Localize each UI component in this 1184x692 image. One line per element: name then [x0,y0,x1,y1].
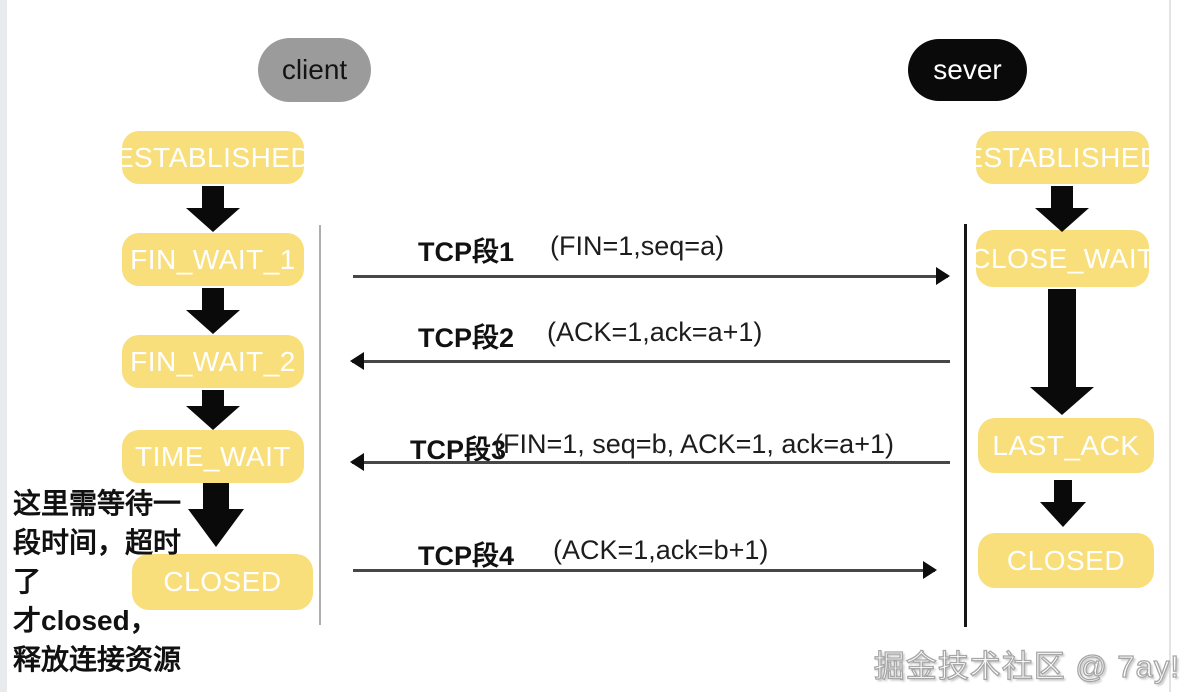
message-3-arrow-left-icon [350,453,950,471]
message-2-detail: (ACK=1,ack=a+1) [547,317,763,347]
message-4-detail: (ACK=1,ack=b+1) [553,535,769,565]
arrow-down-icon [186,186,240,232]
arrow-down-icon [1035,186,1089,232]
annotation-line: 这里需等待一 [13,488,182,519]
message-1-label: TCP段1 [418,237,515,267]
page-right-edge [1169,0,1171,692]
server-state-closed: CLOSED [978,533,1154,588]
arrow-down-long-icon [1030,289,1094,415]
client-state-fin-wait-2: FIN_WAIT_2 [122,335,304,388]
message-4-arrow-right-icon [353,561,937,579]
server-state-close-wait: CLOSE_WAIT [970,230,1154,287]
message-1-arrow-right-icon [353,267,950,285]
annotation-line: 段时间，超时 [13,527,182,558]
annotation-line: 释放连接资源 [13,644,182,675]
arrow-down-icon [186,288,240,334]
message-4-label: TCP段4 [418,541,515,571]
client-state-time-wait: TIME_WAIT [122,430,304,483]
client-state-closed: CLOSED [132,554,313,610]
annotation-line: 了 [13,566,42,597]
juejin-watermark: 掘金技术社区 @ 7ay! [873,648,1180,684]
arrow-down-icon [188,483,244,547]
message-1-detail: (FIN=1,seq=a) [550,231,725,261]
arrow-down-icon [1040,480,1086,527]
time-wait-annotation: 这里需等待一 段时间，超时 了 才closed， 释放连接资源 [13,484,181,679]
server-actor-label: sever [933,54,1002,85]
client-lifeline [319,225,321,625]
message-3-label: TCP段3 [410,435,507,465]
page-left-edge [0,0,7,692]
annotation-line: 才closed， [13,605,158,636]
server-actor-pill: sever [908,39,1027,101]
message-2-arrow-left-icon [350,352,950,370]
client-state-fin-wait-1: FIN_WAIT_1 [122,233,304,286]
client-actor-label: client [281,54,348,85]
client-actor-pill: client [258,38,371,102]
message-2-label: TCP段2 [418,323,515,353]
server-state-last-ack: LAST_ACK [978,418,1154,473]
server-lifeline [964,224,967,627]
client-state-established: ESTABLISHED [115,131,311,184]
message-3-detail: (FIN=1, seq=b, ACK=1, ack=a+1) [494,429,894,459]
arrow-down-icon [186,390,240,430]
server-state-established: ESTABLISHED [964,131,1160,184]
